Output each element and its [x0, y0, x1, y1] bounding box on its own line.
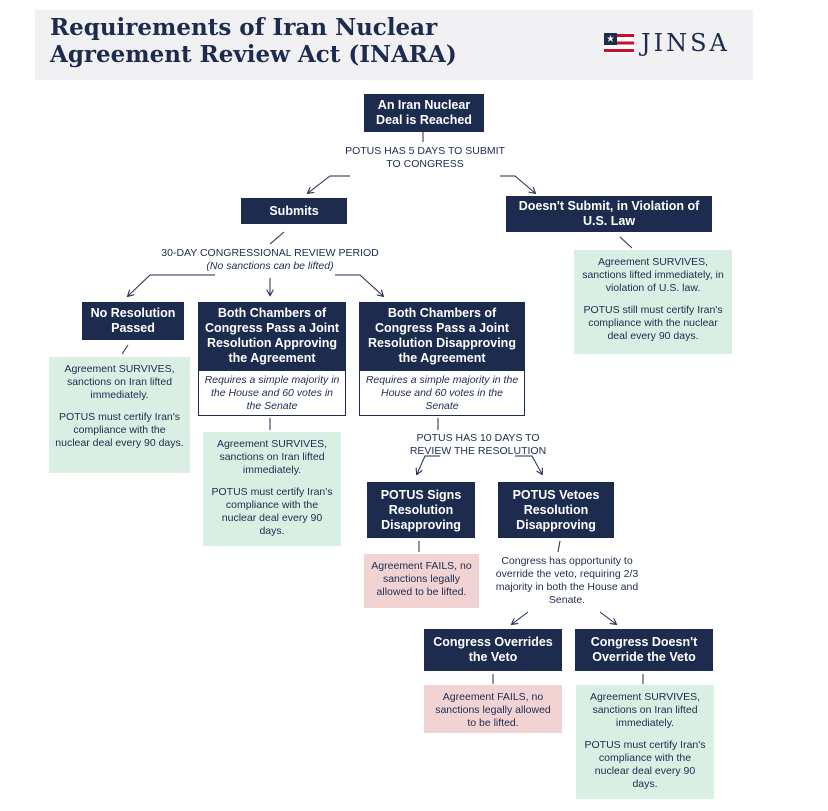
arrow-to-no-resolution: [128, 274, 215, 296]
potus-vetoes-box: POTUS Vetoes Resolution Disapproving: [498, 482, 614, 538]
outcome-text: POTUS must certify Iran's compliance wit…: [211, 486, 333, 537]
potus-signs-box: POTUS Signs Resolution Disapproving: [367, 482, 475, 538]
joint-disapproving-box: Both Chambers of Congress Pass a Joint R…: [359, 302, 525, 370]
approving-outcome: Agreement SURVIVES, sanctions on Iran li…: [203, 432, 341, 546]
outcome-text: POTUS must certify Iran's compliance wit…: [584, 739, 706, 790]
title-line-2: Agreement Review Act (INARA): [50, 41, 457, 68]
line-no-resolution-to-outcome: [121, 344, 129, 355]
congress-overrides-box: Congress Overrides the Veto: [424, 629, 562, 671]
outcome-text: Agreement SURVIVES, sanctions on Iran li…: [64, 363, 175, 401]
override-opportunity-label: Congress has opportunity to override the…: [495, 555, 639, 606]
congress-doesnt-override-box: Congress Doesn't Override the Veto: [575, 629, 713, 671]
line-doesnt-submit-to-outcome: [619, 236, 633, 249]
title-line-1: Requirements of Iran Nuclear: [50, 14, 438, 41]
joint-approving-box: Both Chambers of Congress Pass a Joint R…: [198, 302, 346, 370]
outcome-text: Agreement FAILS, no sanctions legally al…: [435, 691, 551, 729]
potus-5-days-label: POTUS HAS 5 DAYS TO SUBMIT TO CONGRESS: [345, 145, 505, 170]
arrow-to-doesnt-override: [599, 611, 616, 624]
doesnt-submit-box: Doesn't Submit, in Violation of U.S. Law: [506, 196, 712, 232]
page-title: Requirements of Iran Nuclear Agreement R…: [50, 14, 520, 68]
review-period-label: 30-DAY CONGRESSIONAL REVIEW PERIOD (No s…: [160, 247, 380, 273]
potus-signs-outcome: Agreement FAILS, no sanctions legally al…: [364, 554, 479, 608]
arrow-to-submits: [308, 175, 350, 193]
arrow-to-potus-vetoes: [515, 455, 542, 474]
outcome-text: Agreement SURVIVES, sanctions on Iran li…: [216, 438, 328, 476]
flag-star-icon: [604, 33, 634, 53]
outcome-text: Agreement SURVIVES, sanctions on Iran li…: [589, 691, 701, 729]
review-period-text: 30-DAY CONGRESSIONAL REVIEW PERIOD: [161, 247, 379, 259]
no-resolution-box: No Resolution Passed: [82, 302, 184, 340]
line-vetoes-to-label: [557, 540, 561, 553]
submits-box: Submits: [241, 198, 347, 224]
potus-10-days-label: POTUS HAS 10 DAYS TO REVIEW THE RESOLUTI…: [409, 432, 547, 457]
deal-reached-box: An Iran Nuclear Deal is Reached: [364, 94, 484, 132]
no-sanctions-text: (No sanctions can be lifted): [206, 260, 334, 272]
approving-requirement-note: Requires a simple majority in the House …: [198, 370, 346, 416]
arrow-to-overrides: [512, 611, 529, 624]
outcome-text: POTUS must certify Iran's compliance wit…: [55, 411, 184, 449]
arrow-to-potus-signs: [417, 455, 440, 474]
no-resolution-outcome: Agreement SURVIVES, sanctions on Iran li…: [49, 357, 190, 473]
arrow-to-doesnt-submit: [500, 175, 535, 193]
outcome-text: Agreement FAILS, no sanctions legally al…: [371, 560, 472, 598]
outcome-text: POTUS still must certify Iran's complian…: [583, 304, 723, 342]
arrow-to-disapproving: [335, 274, 383, 296]
logo-text: JINSA: [641, 29, 730, 57]
doesnt-override-outcome: Agreement SURVIVES, sanctions on Iran li…: [576, 685, 714, 799]
disapproving-requirement-note: Requires a simple majority in the House …: [359, 370, 525, 416]
overrides-outcome: Agreement FAILS, no sanctions legally al…: [424, 685, 562, 733]
outcome-text: Agreement SURVIVES, sanctions lifted imm…: [582, 256, 724, 294]
doesnt-submit-outcome: Agreement SURVIVES, sanctions lifted imm…: [574, 250, 732, 354]
jinsa-logo: JINSA: [604, 29, 744, 57]
line-submits-to-label: [269, 231, 285, 245]
